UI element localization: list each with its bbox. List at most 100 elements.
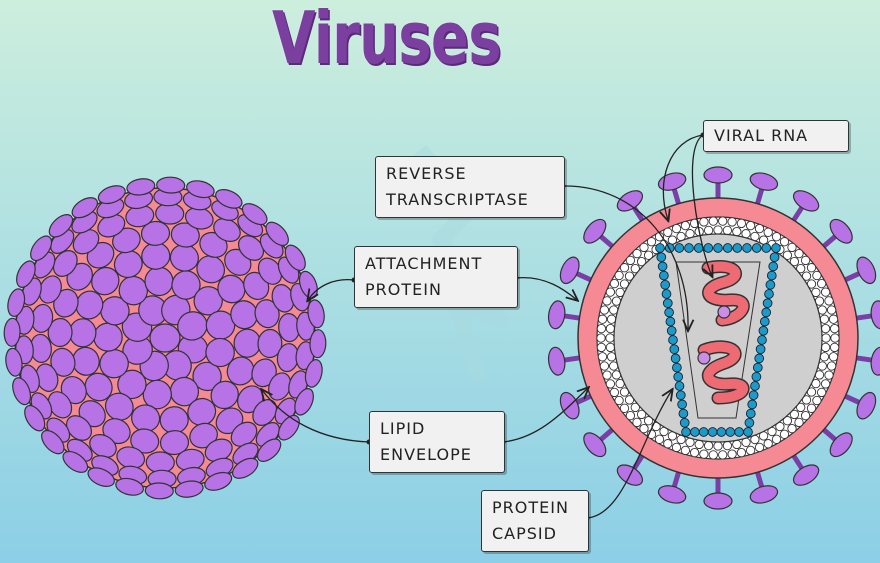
attachment-protein-knob — [215, 189, 243, 209]
lipid-bead — [663, 227, 673, 237]
attachment-protein-knob — [144, 482, 174, 500]
lipid-bead — [718, 216, 728, 226]
lipid-bead — [671, 223, 682, 234]
attachment-protein-knob — [24, 404, 46, 432]
label-reverse-transcriptase: REVERSE TRANSCRIPTASE — [375, 156, 565, 218]
lipid-bead — [745, 445, 756, 456]
lipid-bead — [830, 333, 840, 343]
lipid-bead — [596, 333, 606, 343]
lipid-bead — [643, 416, 654, 426]
lipid-bead — [722, 225, 733, 236]
label-lipid-envelope-line1: LIPID — [380, 419, 426, 438]
lipid-bead — [694, 439, 704, 450]
lipid-bead — [632, 248, 642, 259]
attachment-protein-knob — [97, 185, 126, 205]
spike-head — [856, 256, 877, 285]
attachment-protein-knob — [87, 467, 115, 487]
lipid-bead — [639, 242, 649, 253]
capsid-bead — [655, 243, 665, 253]
lipid-bead — [828, 352, 839, 362]
spike-head — [856, 391, 877, 420]
attachment-protein-knob — [284, 244, 306, 272]
attachment-protein-knob — [304, 359, 323, 388]
lipid-bead — [596, 323, 607, 334]
leader-lines — [262, 134, 712, 519]
label-protein-capsid: PROTEIN CAPSID — [481, 490, 589, 552]
spike-head — [616, 190, 644, 212]
lipid-bead — [782, 416, 793, 426]
lipid-bead — [609, 278, 620, 289]
lipid-bead — [597, 352, 608, 362]
lipid-bead — [680, 220, 691, 231]
capsid-bead — [664, 307, 674, 318]
lipid-bead — [722, 440, 733, 451]
lipid-bead — [826, 361, 837, 371]
capsid-bead — [759, 316, 770, 327]
lipid-bead — [605, 379, 616, 389]
capsid-bead — [762, 298, 773, 309]
spike-head — [703, 166, 733, 184]
capsid-bead — [668, 335, 678, 345]
leader-attachment-exterior — [308, 279, 355, 300]
lipid-bead — [826, 305, 837, 315]
lipid-bead — [800, 255, 811, 266]
attachment-protein-knob — [149, 323, 181, 353]
capsid-bead — [707, 427, 718, 437]
lipid-bead — [824, 296, 834, 306]
capsid-bead — [716, 427, 727, 437]
leader-lipid-exterior — [262, 390, 370, 443]
lipid-bead — [821, 333, 831, 343]
spike-head — [657, 172, 687, 191]
label-viral-rna: VIRAL RNA — [703, 120, 849, 152]
capsid-bead — [698, 427, 709, 437]
attachment-protein-knob — [104, 392, 134, 421]
capsid-bead — [673, 371, 684, 382]
label-lipid-envelope-line2: ENVELOPE — [380, 445, 472, 464]
lipid-bead — [605, 287, 616, 297]
lipid-bead — [820, 287, 831, 297]
lipid-bead — [806, 263, 817, 273]
lipid-bead — [703, 225, 714, 236]
label-protein-capsid-line1: PROTEIN — [492, 498, 569, 517]
capsid-bead — [754, 353, 765, 364]
spike-head — [583, 432, 607, 458]
capsid-bead — [674, 243, 685, 253]
lipid-bead — [625, 410, 636, 421]
lipid-bead — [599, 361, 610, 371]
label-lipid-envelope: LIPID ENVELOPE — [369, 411, 505, 473]
attachment-protein-knob — [295, 341, 315, 371]
spike-head — [547, 300, 566, 330]
lipid-bead — [605, 333, 615, 343]
capsid-bead — [679, 417, 690, 428]
lipid-bead — [609, 387, 620, 398]
spike-head — [559, 256, 580, 285]
capsid-bead — [672, 362, 682, 373]
label-attachment-protein: ATTACHMENT PROTEIN — [354, 246, 518, 308]
lipid-bead — [806, 403, 817, 413]
lipid-bead — [713, 441, 723, 451]
attachment-protein-knob — [231, 457, 259, 479]
capsid-bead — [744, 417, 755, 428]
lipid-bead — [597, 314, 608, 324]
capsid-bead — [758, 325, 769, 336]
capsid-bead — [765, 279, 776, 290]
spike-head — [792, 190, 820, 212]
lipid-bead — [614, 270, 624, 281]
label-attachment-protein-line2: PROTEIN — [365, 280, 442, 299]
attachment-protein-knob — [30, 235, 53, 262]
attachment-protein-knob — [89, 434, 117, 458]
lipid-bead — [820, 342, 831, 353]
spike-head — [547, 346, 566, 376]
lipid-bead — [732, 226, 742, 237]
capsid-bead — [674, 381, 685, 391]
lipid-bead — [794, 417, 804, 428]
lipid-bead — [614, 395, 624, 406]
lipid-bead — [654, 434, 665, 444]
spike-head — [870, 300, 880, 330]
lipid-bead — [787, 242, 797, 253]
attachment-protein-knob — [217, 274, 246, 304]
attachment-protein-knob — [7, 288, 26, 317]
spike-head — [829, 218, 853, 244]
leader-viral-rna-1 — [663, 134, 704, 220]
attachment-protein-knob — [252, 399, 278, 426]
